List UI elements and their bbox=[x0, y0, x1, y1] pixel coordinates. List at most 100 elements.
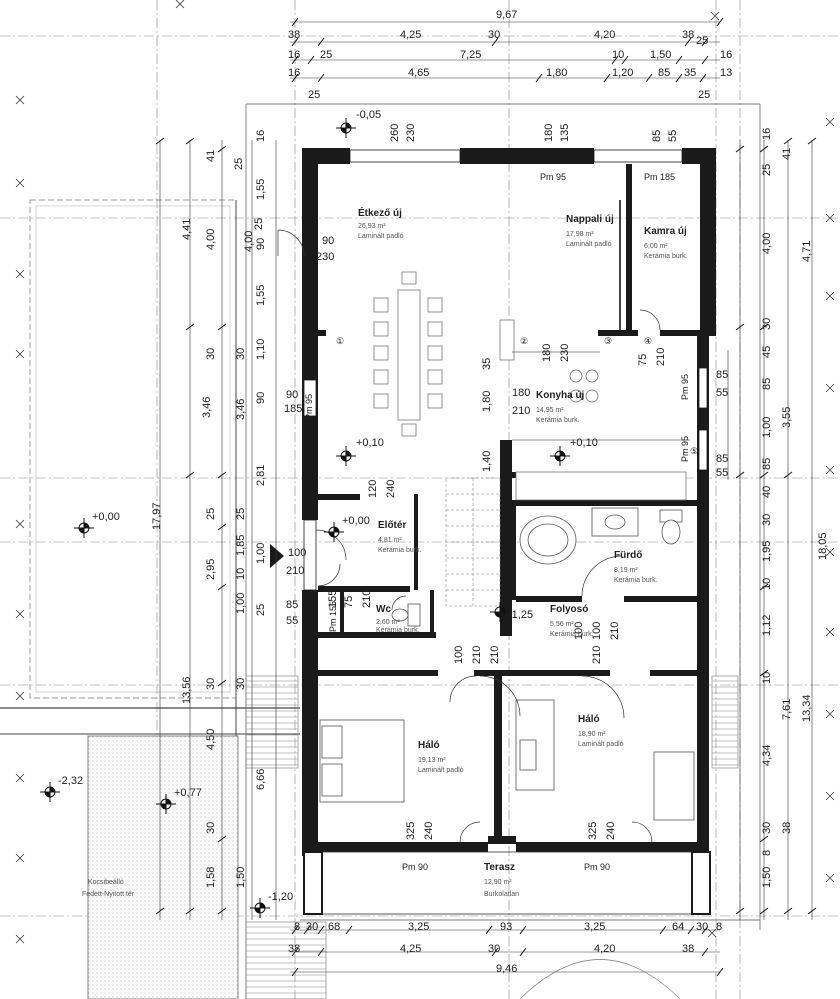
room-halo1-name: Háló bbox=[418, 740, 440, 751]
room-kamra-area: 6,00 m² bbox=[644, 243, 668, 250]
dim-label: 38 bbox=[288, 943, 300, 955]
window-tag: ④ bbox=[644, 336, 652, 346]
level-label: -1,25 bbox=[508, 609, 533, 621]
dim-label: 40 bbox=[761, 486, 773, 498]
dim-label: 9,67 bbox=[496, 9, 517, 21]
room-furdo-area: 8,19 m² bbox=[614, 567, 638, 574]
carport-area bbox=[87, 735, 239, 999]
opening-dim: 240 bbox=[423, 822, 435, 840]
ground-curve bbox=[519, 959, 681, 999]
dim-label: 4,65 bbox=[408, 67, 429, 79]
dim-label: 45 bbox=[761, 346, 773, 358]
dim-label: 41 bbox=[781, 148, 793, 160]
pm-label: Pm 95 bbox=[680, 374, 690, 400]
room-nappali-area: 17,98 m² bbox=[566, 231, 594, 238]
room-terasz-floor: Burkolatlan bbox=[484, 891, 519, 898]
dim-label: 1,95 bbox=[761, 541, 773, 562]
pm-label: Pm 95 bbox=[680, 436, 690, 462]
opening-dim: 230 bbox=[559, 344, 571, 362]
dim-label: 25 bbox=[253, 218, 265, 230]
opening-dim: 325 bbox=[405, 822, 417, 840]
pm-label: Pm 155 bbox=[328, 601, 338, 632]
room-folyoso-area: 5,56 m² bbox=[550, 621, 574, 628]
window-tag: ⑤ bbox=[690, 446, 698, 456]
opening-dim: 180 bbox=[543, 124, 555, 142]
dim-label: 55 bbox=[716, 387, 728, 399]
dim-label: 3,46 bbox=[201, 397, 213, 418]
dim-label: 1,00 bbox=[235, 593, 247, 614]
axis-markers bbox=[15, 0, 835, 944]
room-halo2-name: Háló bbox=[578, 714, 600, 725]
level-label: -1,20 bbox=[268, 891, 293, 903]
room-labels: Étkező új 26,93 m² Laminált padló Nappal… bbox=[82, 206, 688, 898]
opening-dim: 230 bbox=[405, 124, 417, 142]
dim-label: 10 bbox=[235, 568, 247, 580]
room-folyoso-name: Folyosó bbox=[550, 604, 588, 615]
bottom-dimensions: 8 30 68 3,25 93 3,25 64 30 8 38 4,25 30 … bbox=[288, 921, 722, 975]
room-wc-floor: Kerámia burk. bbox=[376, 627, 420, 634]
dim-label: 85 bbox=[761, 458, 773, 470]
room-etkezo-name: Étkező új bbox=[358, 206, 402, 219]
pm-label: Pm 185 bbox=[644, 172, 675, 182]
dim-label: 30 bbox=[696, 921, 708, 933]
opening-dim: 1,40 bbox=[481, 451, 493, 472]
opening-dim: 260 bbox=[389, 124, 401, 142]
pm-label: Pm 95 bbox=[540, 172, 566, 182]
dim-label: 4,00 bbox=[243, 231, 255, 252]
dim-label: 10 bbox=[761, 672, 773, 684]
dim-label: 3,46 bbox=[235, 399, 247, 420]
opening-dim: 1,00 bbox=[255, 543, 267, 564]
opening-dim: 75 bbox=[343, 596, 355, 608]
level-labels: -0,05 +0,10 +0,10 +0,00 +0,00 -1,25 -2,3… bbox=[58, 109, 598, 903]
room-kamra-name: Kamra új bbox=[644, 226, 687, 237]
dim-label: 25 bbox=[308, 89, 320, 101]
dim-label: 3,25 bbox=[408, 921, 429, 933]
room-eloter-name: Előtér bbox=[378, 520, 406, 531]
room-halo1-area: 19,13 m² bbox=[418, 757, 446, 764]
left-dimensions: 17,97 4,41 3,46 13,56 41 4,00 30 25 2,95… bbox=[151, 130, 298, 888]
opening-dim: 90 bbox=[322, 235, 334, 247]
dim-label: 85 bbox=[716, 369, 728, 381]
level-label: -0,05 bbox=[356, 109, 381, 121]
dim-label: 25 bbox=[235, 508, 247, 520]
dim-label: 25 bbox=[233, 158, 245, 170]
room-halo2-area: 18,90 m² bbox=[578, 731, 606, 738]
dim-label: 7,25 bbox=[460, 49, 481, 61]
dim-label: 13,34 bbox=[801, 694, 813, 722]
opening-dim: 185 bbox=[284, 403, 302, 415]
room-konyha-area: 14,95 m² bbox=[536, 407, 564, 414]
dim-label: 1,20 bbox=[612, 67, 633, 79]
dim-label: 25 bbox=[205, 508, 217, 520]
dim-label: 90 bbox=[255, 238, 267, 250]
dim-label: 4,00 bbox=[205, 229, 217, 250]
terrace-post-left bbox=[303, 851, 323, 915]
dim-label: 38 bbox=[781, 822, 793, 834]
opening-dim: 100 bbox=[573, 622, 585, 640]
dim-label: 4,34 bbox=[761, 745, 773, 766]
opening-dim: 210 bbox=[489, 646, 501, 664]
room-eloter-floor: Kerámia burk. bbox=[378, 547, 422, 554]
dim-label: 8 bbox=[761, 850, 773, 856]
dimension-ticks bbox=[155, 17, 817, 977]
dim-label: 16 bbox=[761, 128, 773, 140]
dim-label: 90 bbox=[255, 392, 267, 404]
opening-dim: 325 bbox=[587, 822, 599, 840]
dim-label: 25 bbox=[761, 164, 773, 176]
opening-dim: 100 bbox=[591, 622, 603, 640]
dim-label: 68 bbox=[328, 921, 340, 933]
dim-label: 30 bbox=[205, 678, 217, 690]
dim-label: 35 bbox=[684, 67, 696, 79]
room-furdo-name: Fürdő bbox=[614, 550, 642, 561]
dim-label: 38 bbox=[682, 943, 694, 955]
pm-label: Pm 90 bbox=[584, 862, 610, 872]
dim-label: 25 bbox=[320, 49, 332, 61]
dim-label: 1,58 bbox=[205, 867, 217, 888]
opening-dim: 55 bbox=[667, 130, 679, 142]
pm-label: Pm 90 bbox=[402, 862, 428, 872]
dim-label: 30 bbox=[205, 822, 217, 834]
interior-staircase bbox=[445, 477, 501, 607]
dim-label: 30 bbox=[488, 943, 500, 955]
room-furdo-floor: Kerámia burk. bbox=[614, 577, 658, 584]
dimension-lines bbox=[159, 21, 813, 973]
pm-label: Pm 95 bbox=[304, 394, 314, 420]
